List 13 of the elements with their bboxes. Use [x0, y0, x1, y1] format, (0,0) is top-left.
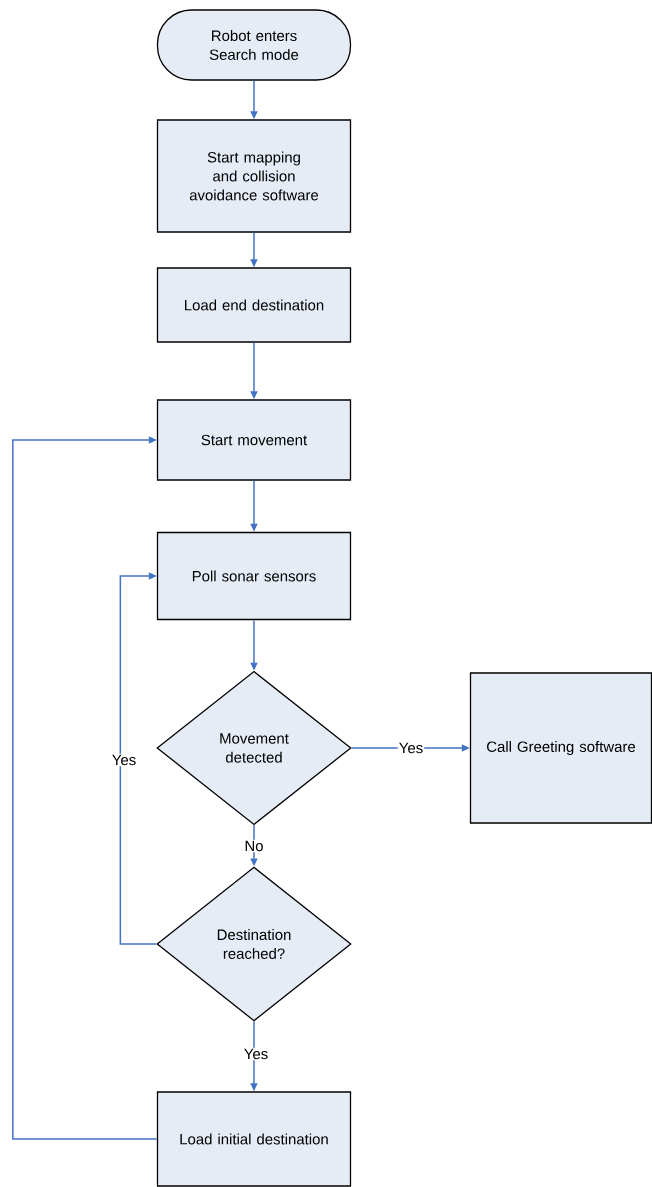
process-box: Start mapping and collision avoidance software: [156, 119, 352, 233]
process-box: Start movement: [156, 399, 352, 481]
terminator-box: Robot enters Search mode: [156, 9, 352, 81]
process-box: Load end destination: [156, 267, 352, 343]
process-box: Call Greeting software: [469, 672, 652, 824]
edge-label: Yes: [110, 753, 138, 767]
process-box: Poll sonar sensors: [156, 531, 352, 621]
edge-label: No: [243, 839, 265, 853]
process-box: Load initial destination: [156, 1091, 352, 1187]
edge-label: Yes: [397, 741, 425, 755]
edge-label: Yes: [242, 1047, 270, 1061]
arrow: [12, 436, 158, 1140]
arrow: [119, 572, 158, 945]
